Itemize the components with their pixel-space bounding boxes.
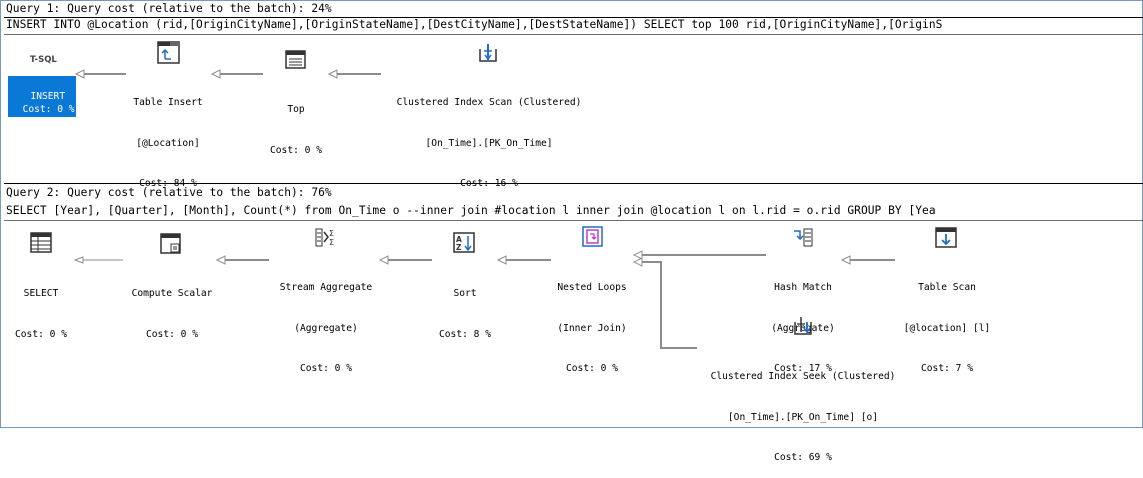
nested-loops-icon [582, 226, 603, 247]
query2-sql-text: SELECT [Year], [Quarter], [Month], Count… [6, 204, 936, 217]
compute-scalar-cost: Cost: 0 % [146, 328, 198, 340]
table-scan-icon [935, 227, 957, 248]
clustered-index-scan-icon [479, 44, 497, 62]
svg-text:Z: Z [456, 243, 462, 252]
nested-loops-node[interactable]: Nested Loops (Inner Join) Cost: 0 % [542, 254, 642, 389]
compute-scalar-node[interactable]: Compute Scalar Cost: 0 % [112, 260, 232, 355]
clustered-index-seek-icon [794, 317, 812, 335]
compute-scalar-icon [160, 233, 181, 254]
top-icon [285, 50, 306, 69]
cis-seek-title: Clustered Index Seek (Clustered) [710, 371, 896, 382]
nested-loops-title: Nested Loops [557, 282, 627, 293]
hash-match-node[interactable]: Hash Match (Aggregate) Cost: 17 % [756, 254, 850, 389]
nested-loops-sub: (Inner Join) [557, 322, 627, 334]
cis-object: [On_Time].[PK_On_Time] [425, 137, 553, 149]
table-scan-node[interactable]: Table Scan [@location] [l] Cost: 7 % [885, 254, 1009, 389]
table-scan-title: Table Scan [918, 282, 976, 293]
table-insert-title: Table Insert [133, 97, 203, 108]
sort-icon: A Z [453, 232, 475, 253]
tsql-label: T-SQL [30, 55, 57, 65]
stream-aggregate-node[interactable]: Stream Aggregate (Aggregate) Cost: 0 % [262, 254, 390, 389]
query1-separator [4, 17, 1143, 18]
select-title: SELECT [23, 288, 59, 299]
query1-sql-separator [4, 34, 1143, 35]
select-node[interactable]: SELECT Cost: 0 % [6, 260, 76, 355]
stream-aggregate-sub: (Aggregate) [294, 322, 358, 334]
top-node[interactable]: Top Cost: 0 % [256, 76, 336, 171]
query1-sql-text: INSERT INTO @Location (rid,[OriginCityNa… [6, 18, 943, 31]
top-cost: Cost: 0 % [270, 144, 322, 156]
hash-match-icon [794, 228, 813, 247]
clustered-index-scan-node[interactable]: Clustered Index Scan (Clustered) [On_Tim… [378, 69, 600, 204]
svg-text:A: A [456, 235, 462, 244]
insert-title: INSERT [30, 90, 66, 102]
select-icon [30, 232, 52, 253]
hash-match-cost: Cost: 17 % [774, 363, 832, 374]
cis-title: Clustered Index Scan (Clustered) [396, 97, 582, 108]
table-scan-object: [@location] [l] [903, 322, 991, 334]
plan-connectors [73, 69, 895, 349]
hash-match-sub: (Aggregate) [771, 322, 835, 334]
nested-loops-cost: Cost: 0 % [566, 363, 618, 374]
stream-aggregate-cost: Cost: 0 % [300, 363, 352, 374]
table-insert-cost: Cost: 84 % [139, 178, 197, 189]
top-title: Top [287, 104, 305, 115]
sort-node[interactable]: Sort Cost: 8 % [424, 260, 506, 355]
table-scan-cost: Cost: 7 % [921, 363, 973, 374]
select-cost: Cost: 0 % [15, 328, 67, 340]
clustered-index-seek-node[interactable]: Clustered Index Seek (Clustered) [On_Tim… [692, 343, 914, 478]
cis-seek-object: [On_Time].[PK_On_Time] [o] [727, 411, 879, 423]
svg-text:Σ: Σ [329, 238, 334, 247]
table-insert-icon [157, 41, 180, 64]
table-insert-node[interactable]: Table Insert [@Location] Cost: 84 % [118, 69, 218, 204]
query2-cost-header: Query 2: Query cost (relative to the bat… [6, 186, 332, 199]
hash-match-title: Hash Match [774, 282, 832, 293]
query1-cost-header: Query 1: Query cost (relative to the bat… [6, 2, 332, 15]
compute-scalar-title: Compute Scalar [131, 288, 213, 299]
insert-cost: Cost: 0 % [22, 104, 75, 115]
query-divider [4, 183, 1143, 184]
stream-aggregate-icon: Σ Σ [315, 228, 334, 247]
sort-cost: Cost: 8 % [439, 328, 491, 340]
table-insert-object: [@Location] [136, 137, 200, 149]
cis-cost: Cost: 16 % [460, 178, 518, 189]
insert-node[interactable]: INSERT Cost: 0 % [8, 76, 76, 117]
cis-seek-cost: Cost: 69 % [774, 452, 832, 463]
sort-title: Sort [453, 288, 477, 299]
stream-aggregate-title: Stream Aggregate [279, 282, 373, 293]
query2-sql-separator [4, 220, 1143, 221]
svg-text:Σ: Σ [329, 229, 334, 238]
